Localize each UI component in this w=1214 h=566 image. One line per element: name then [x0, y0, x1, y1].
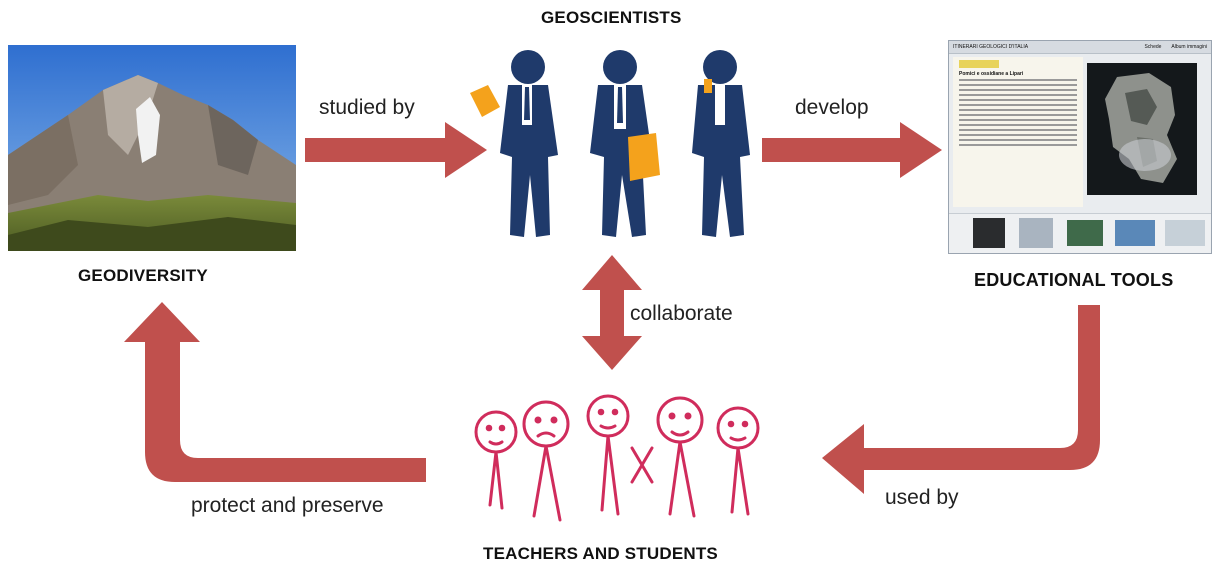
person-2 [522, 400, 570, 522]
screen-map-image [1087, 63, 1197, 195]
edge-label-used-by: used by [885, 486, 959, 509]
screen-thumbnail-strip [949, 213, 1211, 253]
edge-label-studied-by: studied by [319, 96, 415, 119]
screen-header-right: Album immagini [1171, 44, 1207, 50]
yellow-folder-2 [628, 133, 660, 181]
geoscientists-illustration [470, 50, 750, 237]
screen-header-left: ITINERARI GEOLOGICI D'ITALIA [953, 44, 1029, 50]
teachers-students-label: TEACHERS AND STUDENTS [483, 544, 718, 563]
screen-header-tab: Schede [1144, 44, 1162, 50]
geoscientist-figure-1 [500, 50, 558, 237]
person-3 [586, 394, 654, 516]
person-4 [656, 396, 704, 518]
edge-label-collaborate: collaborate [630, 302, 733, 325]
edge-label-develop: develop [795, 96, 869, 119]
screen-text-panel: Pomici e ossidiane a Lipari [953, 57, 1083, 207]
screen-heading: Pomici e ossidiane a Lipari [959, 71, 1024, 77]
yellow-phone-3 [704, 79, 712, 93]
arrow-protect-preserve [124, 302, 426, 482]
arrow-develop [762, 122, 942, 178]
mountain-photo [8, 45, 296, 251]
person-5 [716, 406, 760, 516]
arrow-studied-by [305, 122, 487, 178]
teachers-students-drawing [474, 394, 760, 522]
educational-tools-label: EDUCATIONAL TOOLS [974, 270, 1174, 290]
geodiversity-label: GEODIVERSITY [78, 266, 208, 285]
arrow-used-by [822, 305, 1100, 494]
geoscientist-figure-3 [692, 50, 750, 237]
person-1 [474, 410, 518, 510]
screen-header: ITINERARI GEOLOGICI D'ITALIA Schede Albu… [949, 41, 1211, 54]
geoscientists-label: GEOSCIENTISTS [541, 8, 682, 27]
educational-tools-screen: ITINERARI GEOLOGICI D'ITALIA Schede Albu… [948, 40, 1212, 254]
edge-label-protect-preserve: protect and preserve [191, 494, 384, 517]
yellow-notebook-1 [470, 85, 500, 117]
arrow-collaborate [582, 255, 642, 370]
geoscientist-figure-2 [590, 50, 652, 237]
